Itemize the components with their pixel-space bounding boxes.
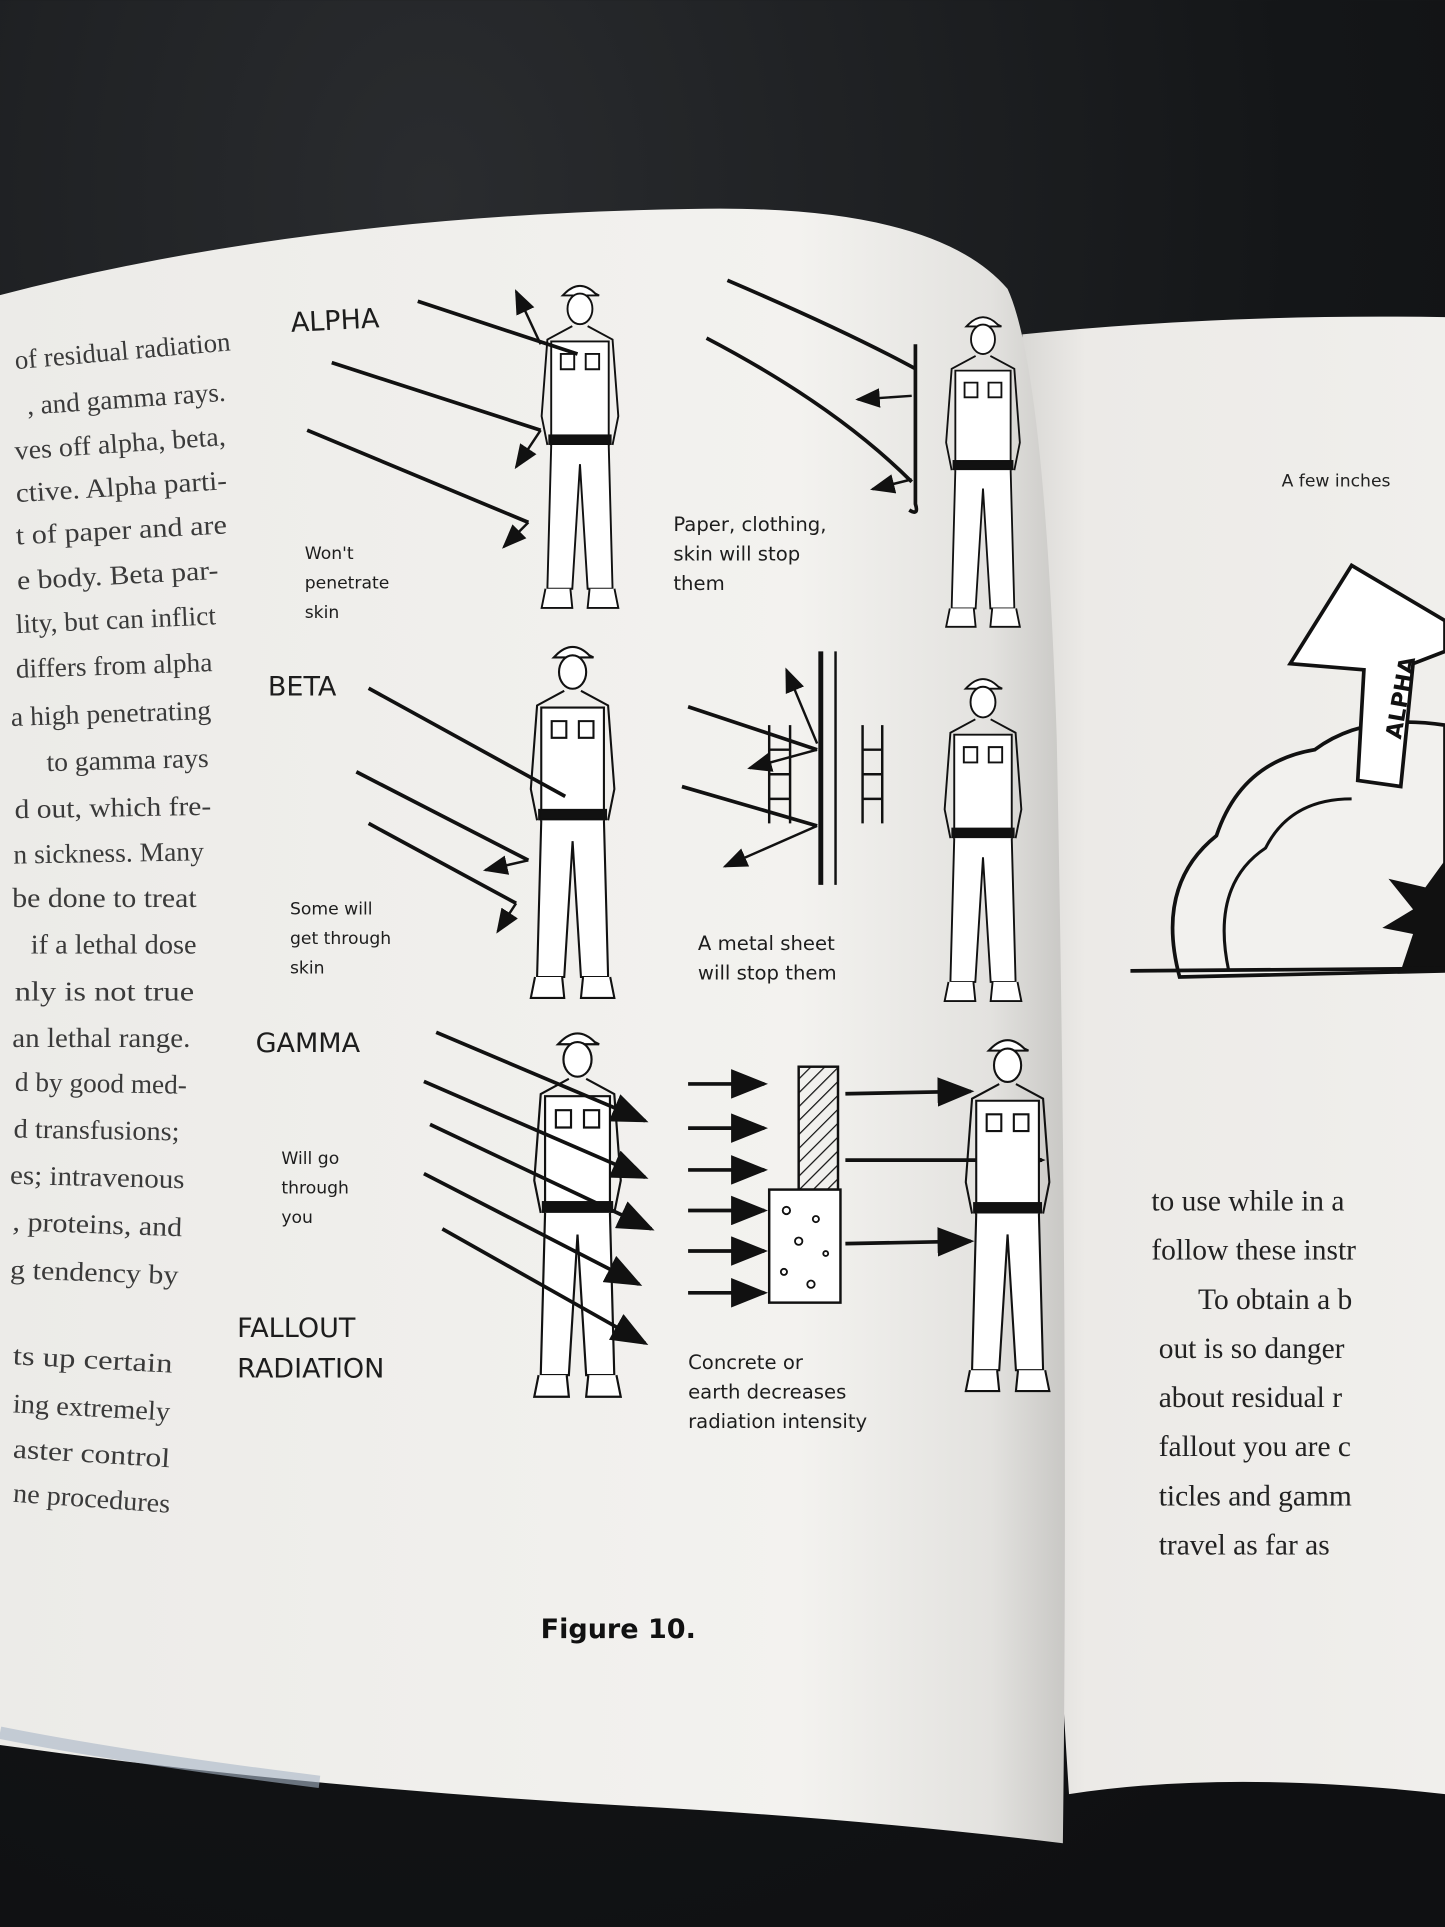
beta-stop-note: A metal sheet will stop them [698, 932, 837, 984]
text-line: to use while in a [1151, 1185, 1344, 1217]
text-line: n sickness. Many [13, 836, 204, 869]
few-inches-label: A few inches [1282, 472, 1391, 492]
text-line: if a lethal dose [31, 930, 197, 960]
alpha-note: Won't penetrate skin [305, 544, 390, 623]
text-line: a high penetrating [10, 695, 211, 732]
text-line: follow these instr [1151, 1235, 1356, 1267]
text-line: differs from alpha [15, 647, 213, 684]
fallout-label-line: RADIATION [237, 1354, 384, 1385]
text-line: out is so danger [1159, 1333, 1345, 1365]
text-line: d out, which fre- [14, 791, 211, 824]
text-line: , proteins, and [12, 1206, 183, 1242]
alpha-stop-line: skin will stop [673, 542, 800, 565]
left-page [0, 208, 1065, 1844]
beta-note-line: skin [290, 958, 325, 978]
text-line: about residual r [1159, 1382, 1342, 1414]
text-line: travel as far as [1159, 1530, 1330, 1562]
alpha-note-line: penetrate [305, 574, 390, 594]
fallout-note-line: radiation intensity [688, 1410, 867, 1433]
beta-note-line: Some will [290, 899, 373, 919]
beta-stop-line: A metal sheet [698, 932, 835, 955]
alpha-stop-line: them [673, 572, 724, 595]
text-line: d transfusions; [13, 1114, 179, 1147]
gamma-note-line: Will go [281, 1149, 339, 1169]
fallout-note: Concrete or earth decreases radiation in… [688, 1351, 867, 1433]
figure-caption: Figure 10. [541, 1614, 696, 1645]
beta-note: Some will get through skin [290, 899, 391, 978]
fallout-label-line: FALLOUT [237, 1313, 356, 1344]
alpha-explosion-illustration [1130, 562, 1445, 979]
alpha-stop-line: Paper, clothing, [673, 513, 826, 536]
text-line: fallout you are c [1159, 1431, 1351, 1463]
text-line: g tendency by [10, 1254, 180, 1290]
text-line: to gamma rays [46, 743, 209, 777]
fallout-radiation-label: FALLOUT RADIATION [237, 1313, 384, 1385]
gamma-label: GAMMA [256, 1028, 361, 1059]
alpha-label: ALPHA [290, 303, 381, 339]
figure-10-illustration [306, 278, 1051, 1398]
text-line: ticles and gamm [1159, 1480, 1352, 1512]
alpha-note-line: skin [305, 603, 340, 623]
alpha-note-line: Won't [305, 544, 354, 564]
fallout-note-line: earth decreases [688, 1380, 846, 1403]
text-line: nly is not true [15, 976, 194, 1006]
text-line: es; intravenous [10, 1160, 185, 1195]
fallout-note-line: Concrete or [688, 1351, 804, 1374]
alpha-row-drawing [306, 278, 1021, 628]
beta-stop-line: will stop them [698, 961, 837, 984]
beta-row-drawing [355, 645, 1023, 1003]
right-page-content: A few inches ALPHA to use while in a fol… [1130, 472, 1445, 1562]
left-body-text: of residual radiation , and gamma rays. … [10, 326, 232, 1518]
gamma-note-line: through [281, 1178, 349, 1198]
gamma-note: Will go through you [281, 1149, 349, 1228]
right-page [1022, 316, 1445, 1795]
text-line: be done to treat [12, 883, 197, 913]
text-line: d by good med- [15, 1067, 188, 1100]
text-line: To obtain a b [1198, 1284, 1352, 1316]
gamma-fallout-row-drawing [423, 1030, 1051, 1398]
cover-edge [0, 1726, 321, 1788]
alpha-stop-note: Paper, clothing, skin will stop them [673, 513, 826, 595]
beta-label: BETA [268, 672, 337, 703]
beta-note-line: get through [290, 929, 391, 949]
text-line: an lethal range. [12, 1023, 190, 1053]
gamma-note-line: you [281, 1208, 313, 1228]
